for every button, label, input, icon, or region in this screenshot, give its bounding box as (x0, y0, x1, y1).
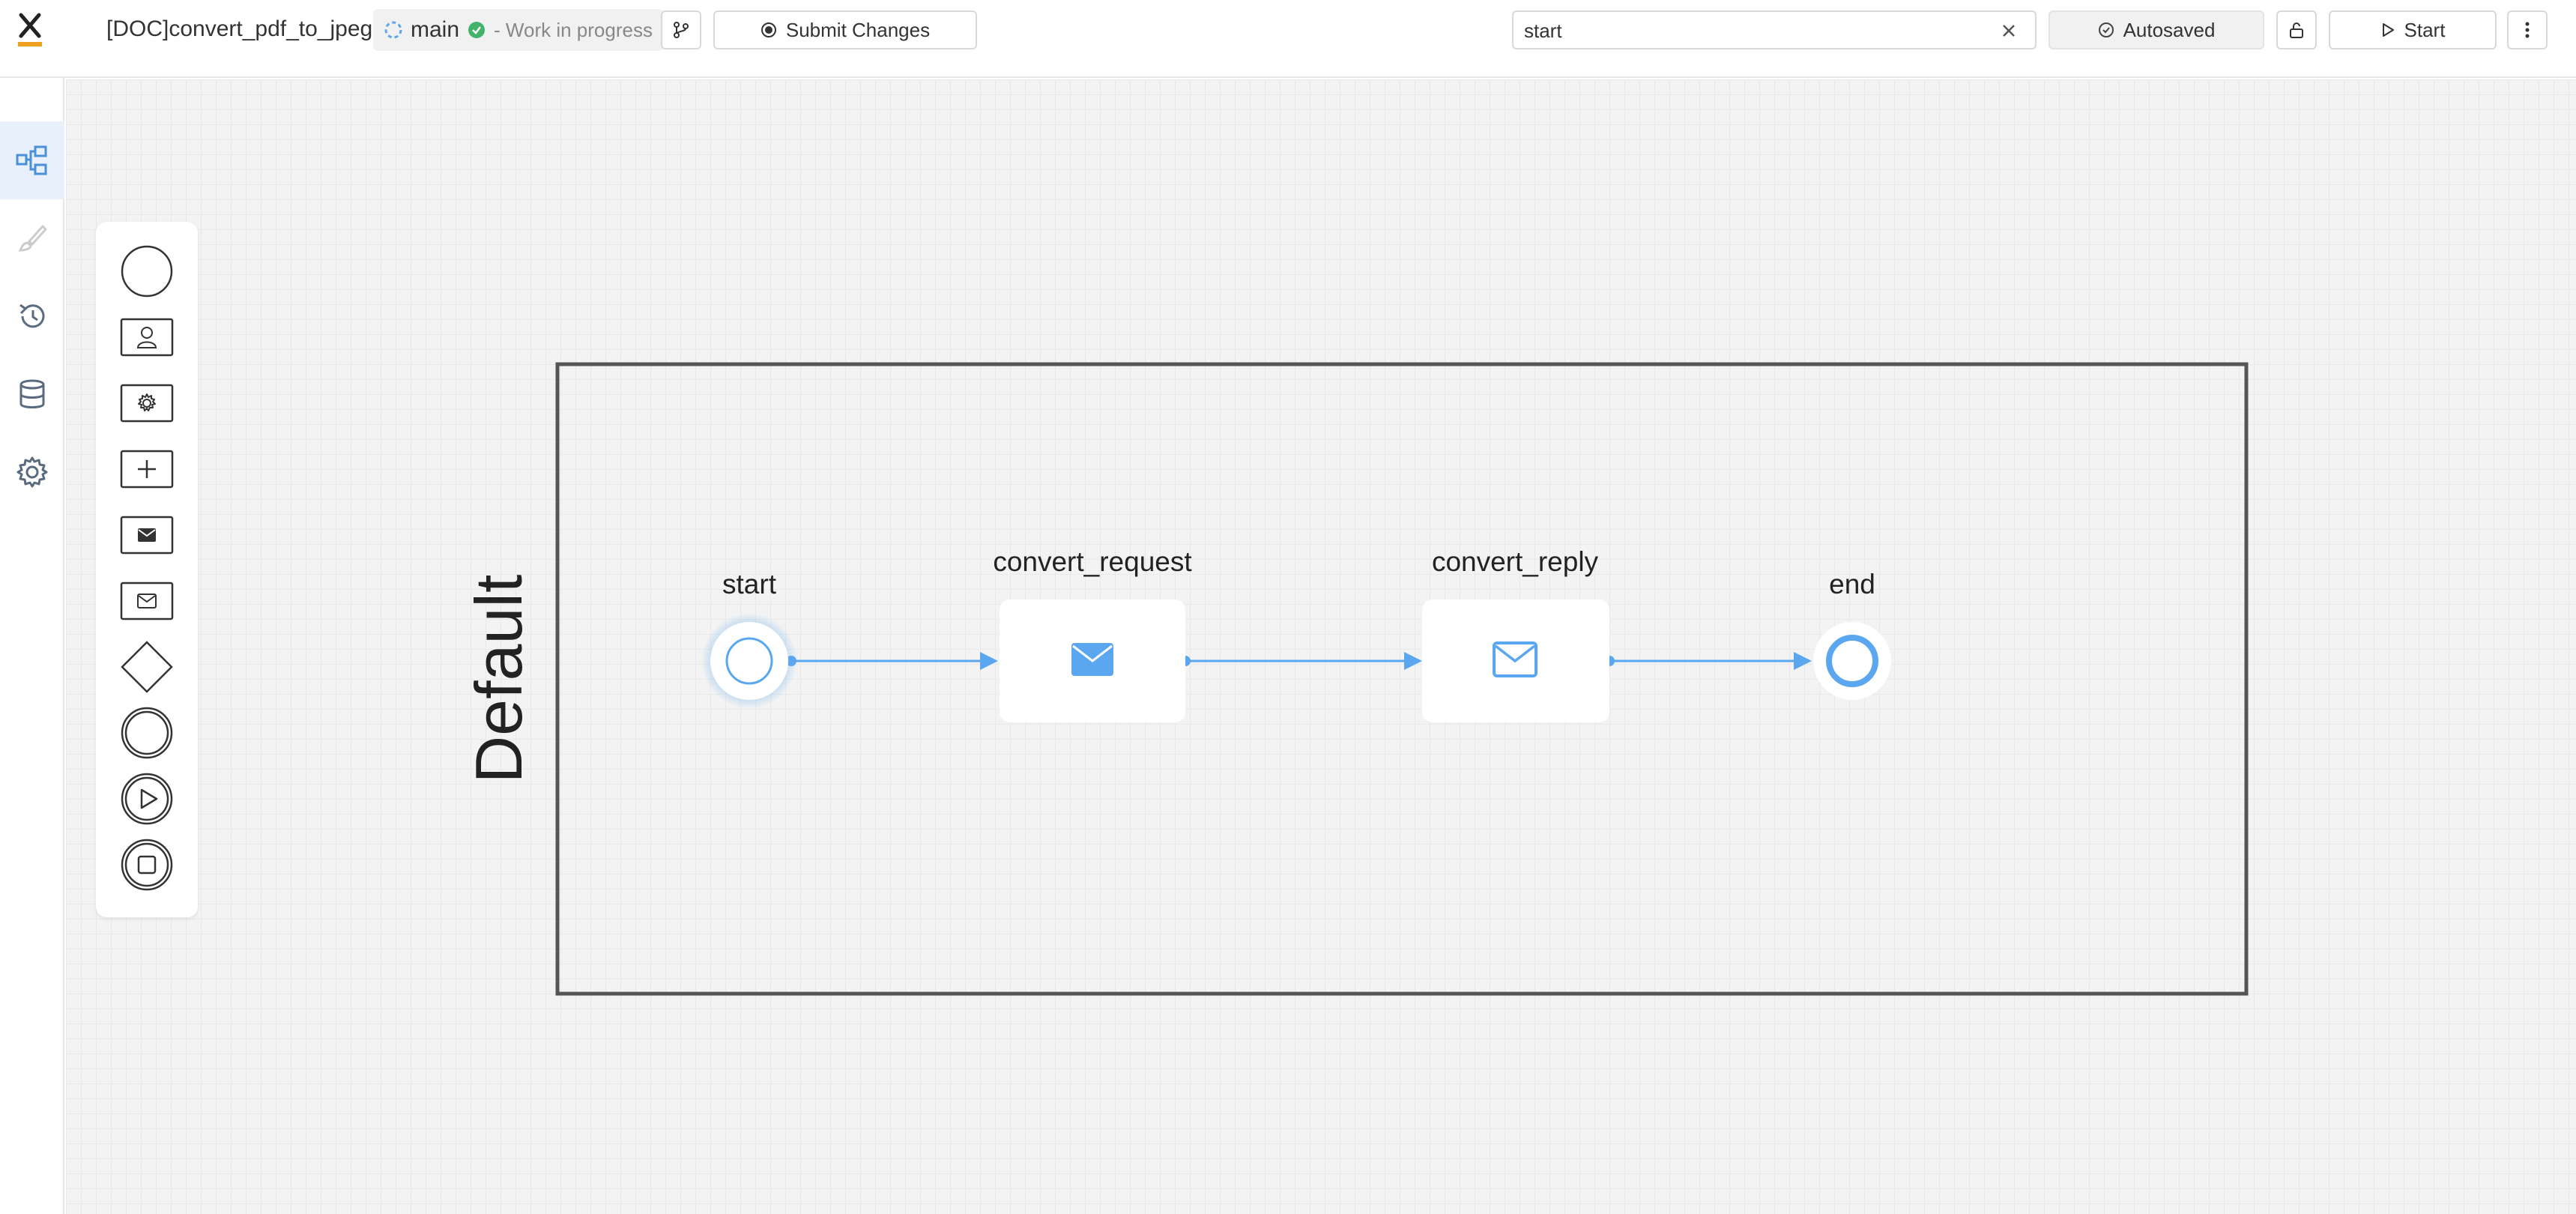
pool-default[interactable] (555, 362, 2249, 996)
more-vertical-icon (2525, 22, 2530, 38)
more-menu-button[interactable] (2507, 10, 2548, 49)
receive-task-icon (120, 582, 174, 620)
palette-signal-event[interactable] (115, 767, 178, 830)
node-label-convert-request: convert_request (993, 546, 1192, 577)
submit-changes-button[interactable]: Submit Changes (713, 10, 977, 49)
lane-label: Default (462, 575, 536, 784)
receive-task-convert-reply[interactable] (1422, 600, 1609, 722)
gateway-icon (121, 641, 173, 693)
signal-event-icon (121, 773, 173, 825)
palette-gateway[interactable] (115, 635, 178, 698)
branch-status: - Work in progress (494, 18, 653, 41)
palette-send-task[interactable] (115, 504, 178, 567)
sidebar-item-diagram[interactable] (0, 121, 64, 199)
autosaved-button[interactable]: Autosaved (2049, 10, 2264, 49)
palette-subprocess[interactable] (115, 438, 178, 501)
palette-start-event[interactable] (115, 240, 178, 303)
brush-icon (18, 225, 47, 252)
branch-selector[interactable]: main - Work in progress (373, 9, 663, 51)
branch-name: main (411, 17, 460, 42)
sidebar (0, 78, 64, 1214)
record-icon (761, 22, 776, 37)
gear-icon (16, 456, 48, 488)
process-title: [DOC]convert_pdf_to_jpeg (106, 16, 373, 41)
node-label-convert-reply: convert_reply (1432, 546, 1599, 577)
loading-icon (384, 21, 402, 39)
sidebar-item-data[interactable] (0, 355, 64, 433)
start-label: Start (2404, 18, 2446, 41)
node-label-end: end (1829, 569, 1875, 600)
logo-icon[interactable] (16, 10, 43, 48)
database-icon (19, 379, 45, 408)
lock-button[interactable] (2276, 10, 2317, 49)
diagram-icon (16, 145, 47, 175)
sidebar-item-style[interactable] (0, 199, 64, 277)
branch-graph-button[interactable] (661, 10, 701, 49)
palette-end-event[interactable] (115, 833, 178, 896)
palette-intermediate-event[interactable] (115, 701, 178, 764)
end-event-icon (121, 839, 173, 891)
palette-service-task[interactable] (115, 372, 178, 435)
service-task-icon (120, 384, 174, 423)
check-circle-icon (2098, 22, 2114, 37)
header: [DOC]convert_pdf_to_jpeg main - Work in … (0, 0, 2576, 78)
search-box[interactable] (1512, 10, 2037, 49)
start-event[interactable] (701, 613, 797, 709)
sidebar-item-history[interactable] (0, 277, 64, 355)
start-event-icon (121, 245, 173, 298)
diagram-canvas[interactable] (66, 79, 2576, 1214)
sidebar-item-settings[interactable] (0, 433, 64, 511)
check-circle-icon (468, 22, 486, 38)
play-icon (2382, 23, 2394, 37)
git-branch-icon (674, 22, 689, 38)
user-task-icon (120, 318, 174, 357)
autosaved-label: Autosaved (2123, 18, 2216, 41)
send-task-convert-request[interactable] (1000, 600, 1185, 722)
history-icon (19, 304, 45, 328)
element-palette (96, 222, 198, 917)
close-icon[interactable] (1999, 21, 2019, 40)
envelope-outline-icon (1493, 641, 1538, 677)
start-button[interactable]: Start (2329, 10, 2497, 49)
end-event[interactable] (1813, 622, 1891, 700)
submit-changes-label: Submit Changes (785, 18, 931, 41)
palette-receive-task[interactable] (115, 570, 178, 632)
subprocess-icon (120, 450, 174, 489)
search-input[interactable] (1524, 18, 1974, 43)
node-label-start: start (722, 569, 777, 600)
unlock-icon (2290, 22, 2303, 38)
envelope-filled-icon (1071, 643, 1113, 676)
intermediate-event-icon (121, 707, 173, 759)
send-task-icon (120, 516, 174, 555)
palette-user-task[interactable] (115, 306, 178, 369)
